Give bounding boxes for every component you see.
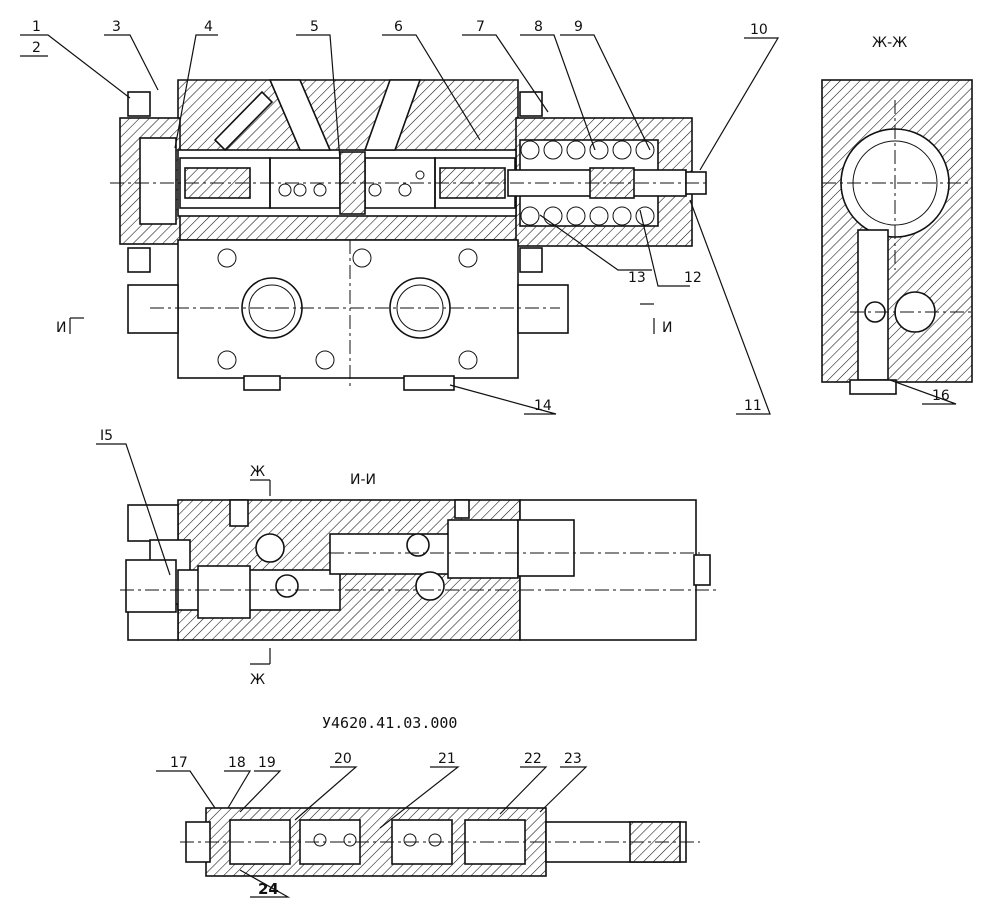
callout-2: 2 [32, 40, 41, 56]
section-i-title: И-И [350, 472, 376, 488]
callout-4: 4 [204, 19, 213, 35]
callout-9: 9 [574, 19, 583, 35]
callout-16: 16 [932, 388, 950, 404]
callout-6: 6 [394, 19, 403, 35]
callout-labels: 1 2 3 4 5 6 7 8 9 10 11 12 13 14 I5 16 1… [20, 19, 950, 898]
callout-1: 1 [32, 19, 41, 35]
section-zh-title: Ж-Ж [872, 35, 907, 51]
drawing-number: У4620.41.03.000 [322, 714, 457, 732]
cut-zh-top: Ж [250, 464, 265, 480]
callout-8: 8 [534, 19, 543, 35]
callout-14: 14 [534, 398, 552, 414]
cut-i-left: И [56, 320, 66, 336]
callout-19: 19 [258, 755, 276, 771]
callout-21: 21 [438, 751, 456, 767]
callout-15: I5 [100, 428, 113, 444]
callout-3: 3 [112, 19, 121, 35]
callout-20: 20 [334, 751, 352, 767]
main-section-view [110, 79, 710, 391]
callout-23: 23 [564, 751, 582, 767]
callout-7: 7 [476, 19, 485, 35]
callout-12: 12 [684, 270, 702, 286]
callout-11: 11 [744, 398, 762, 414]
leader-lines [20, 34, 957, 898]
callout-18: 18 [228, 755, 246, 771]
cut-i-right: И [662, 320, 672, 336]
callout-24: 24 [258, 880, 279, 898]
callout-22: 22 [524, 751, 542, 767]
callout-10: 10 [750, 22, 768, 38]
cut-zh-bottom: Ж [250, 672, 265, 688]
callout-13: 13 [628, 270, 646, 286]
spool-assembly-view [180, 807, 700, 877]
callout-17: 17 [170, 755, 188, 771]
callout-5: 5 [310, 19, 319, 35]
section-zh-view [821, 79, 973, 395]
section-i-view [120, 479, 720, 665]
